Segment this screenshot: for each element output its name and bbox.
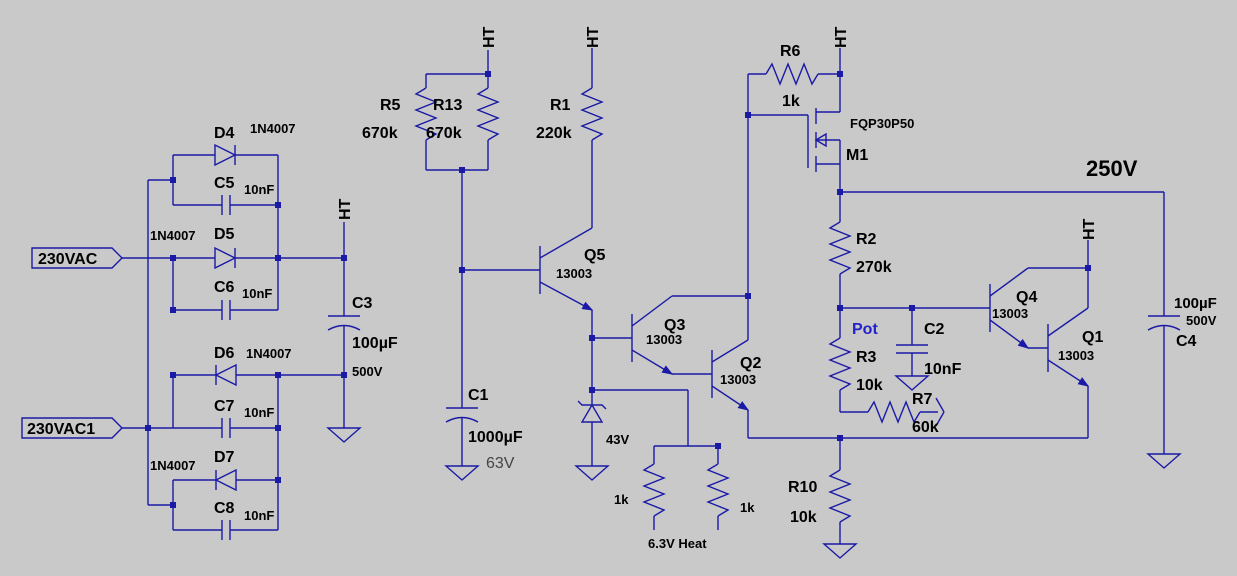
ht-label-q1: HT xyxy=(1081,218,1098,240)
port-230vac1-label: 230VAC1 xyxy=(27,421,95,438)
heat-left-value: 1k xyxy=(614,492,629,507)
q3-name: Q3 xyxy=(664,317,685,334)
c4-name: C4 xyxy=(1176,333,1197,350)
d7-part: 1N4007 xyxy=(150,458,196,473)
ht-label-r5: HT xyxy=(481,26,498,48)
ht-label-r1: HT xyxy=(585,26,602,48)
c2-name: C2 xyxy=(924,321,945,338)
c4-rating: 500V xyxy=(1186,313,1217,328)
pot-label: Pot xyxy=(852,321,878,338)
r7-value: 60k xyxy=(912,419,939,436)
q5-name: Q5 xyxy=(584,247,605,264)
r3-value: 10k xyxy=(856,377,883,394)
q1-part: 13003 xyxy=(1058,348,1094,363)
m1-name: M1 xyxy=(846,147,868,164)
ht-label-m1: HT xyxy=(833,26,850,48)
d6-name: D6 xyxy=(214,345,235,362)
c6-name: C6 xyxy=(214,279,235,296)
c5-value: 10nF xyxy=(244,182,274,197)
d4-name: D4 xyxy=(214,125,235,142)
r3-name: R3 xyxy=(856,349,877,366)
r7-name: R7 xyxy=(912,391,933,408)
c4-value: 100µF xyxy=(1174,295,1217,312)
m1-part: FQP30P50 xyxy=(850,116,914,131)
d7-name: D7 xyxy=(214,449,235,466)
d5-part: 1N4007 xyxy=(150,228,196,243)
heat-right-value: 1k xyxy=(740,500,755,515)
c6-value: 10nF xyxy=(242,286,272,301)
d6-part: 1N4007 xyxy=(246,346,292,361)
c8-name: C8 xyxy=(214,500,235,517)
q5-part: 13003 xyxy=(556,266,592,281)
q4-name: Q4 xyxy=(1016,289,1037,306)
ht-label-c3: HT xyxy=(337,198,354,220)
d5-name: D5 xyxy=(214,226,235,243)
c1-name: C1 xyxy=(468,387,489,404)
r6-value: 1k xyxy=(782,93,800,110)
c3-rating: 500V xyxy=(352,364,383,379)
c1-rating: 63V xyxy=(486,455,515,472)
r2-name: R2 xyxy=(856,231,877,248)
c2-value: 10nF xyxy=(924,361,962,378)
r2-value: 270k xyxy=(856,259,892,276)
c8-value: 10nF xyxy=(244,508,274,523)
port-230vac-label: 230VAC xyxy=(38,251,98,268)
q4-part: 13003 xyxy=(992,306,1028,321)
c7-name: C7 xyxy=(214,398,235,415)
c1-value: 1000µF xyxy=(468,429,523,446)
q2-part: 13003 xyxy=(720,372,756,387)
r10-value: 10k xyxy=(790,509,817,526)
r13-value: 670k xyxy=(426,125,462,142)
d4-part: 1N4007 xyxy=(250,121,296,136)
r1-value: 220k xyxy=(536,125,572,142)
q3-part: 13003 xyxy=(646,332,682,347)
r13-name: R13 xyxy=(433,97,462,114)
c3-name: C3 xyxy=(352,295,373,312)
q1-name: Q1 xyxy=(1082,329,1103,346)
output-voltage-label: 250V xyxy=(1086,156,1138,181)
r5-name: R5 xyxy=(380,97,401,114)
c7-value: 10nF xyxy=(244,405,274,420)
r6-name: R6 xyxy=(780,43,801,60)
r1-name: R1 xyxy=(550,97,571,114)
c5-name: C5 xyxy=(214,175,235,192)
zener-value: 43V xyxy=(606,432,629,447)
r5-value: 670k xyxy=(362,125,398,142)
c3-value: 100µF xyxy=(352,335,398,352)
heat-label: 6.3V Heat xyxy=(648,536,707,551)
r10-name: R10 xyxy=(788,479,817,496)
q2-name: Q2 xyxy=(740,355,761,372)
